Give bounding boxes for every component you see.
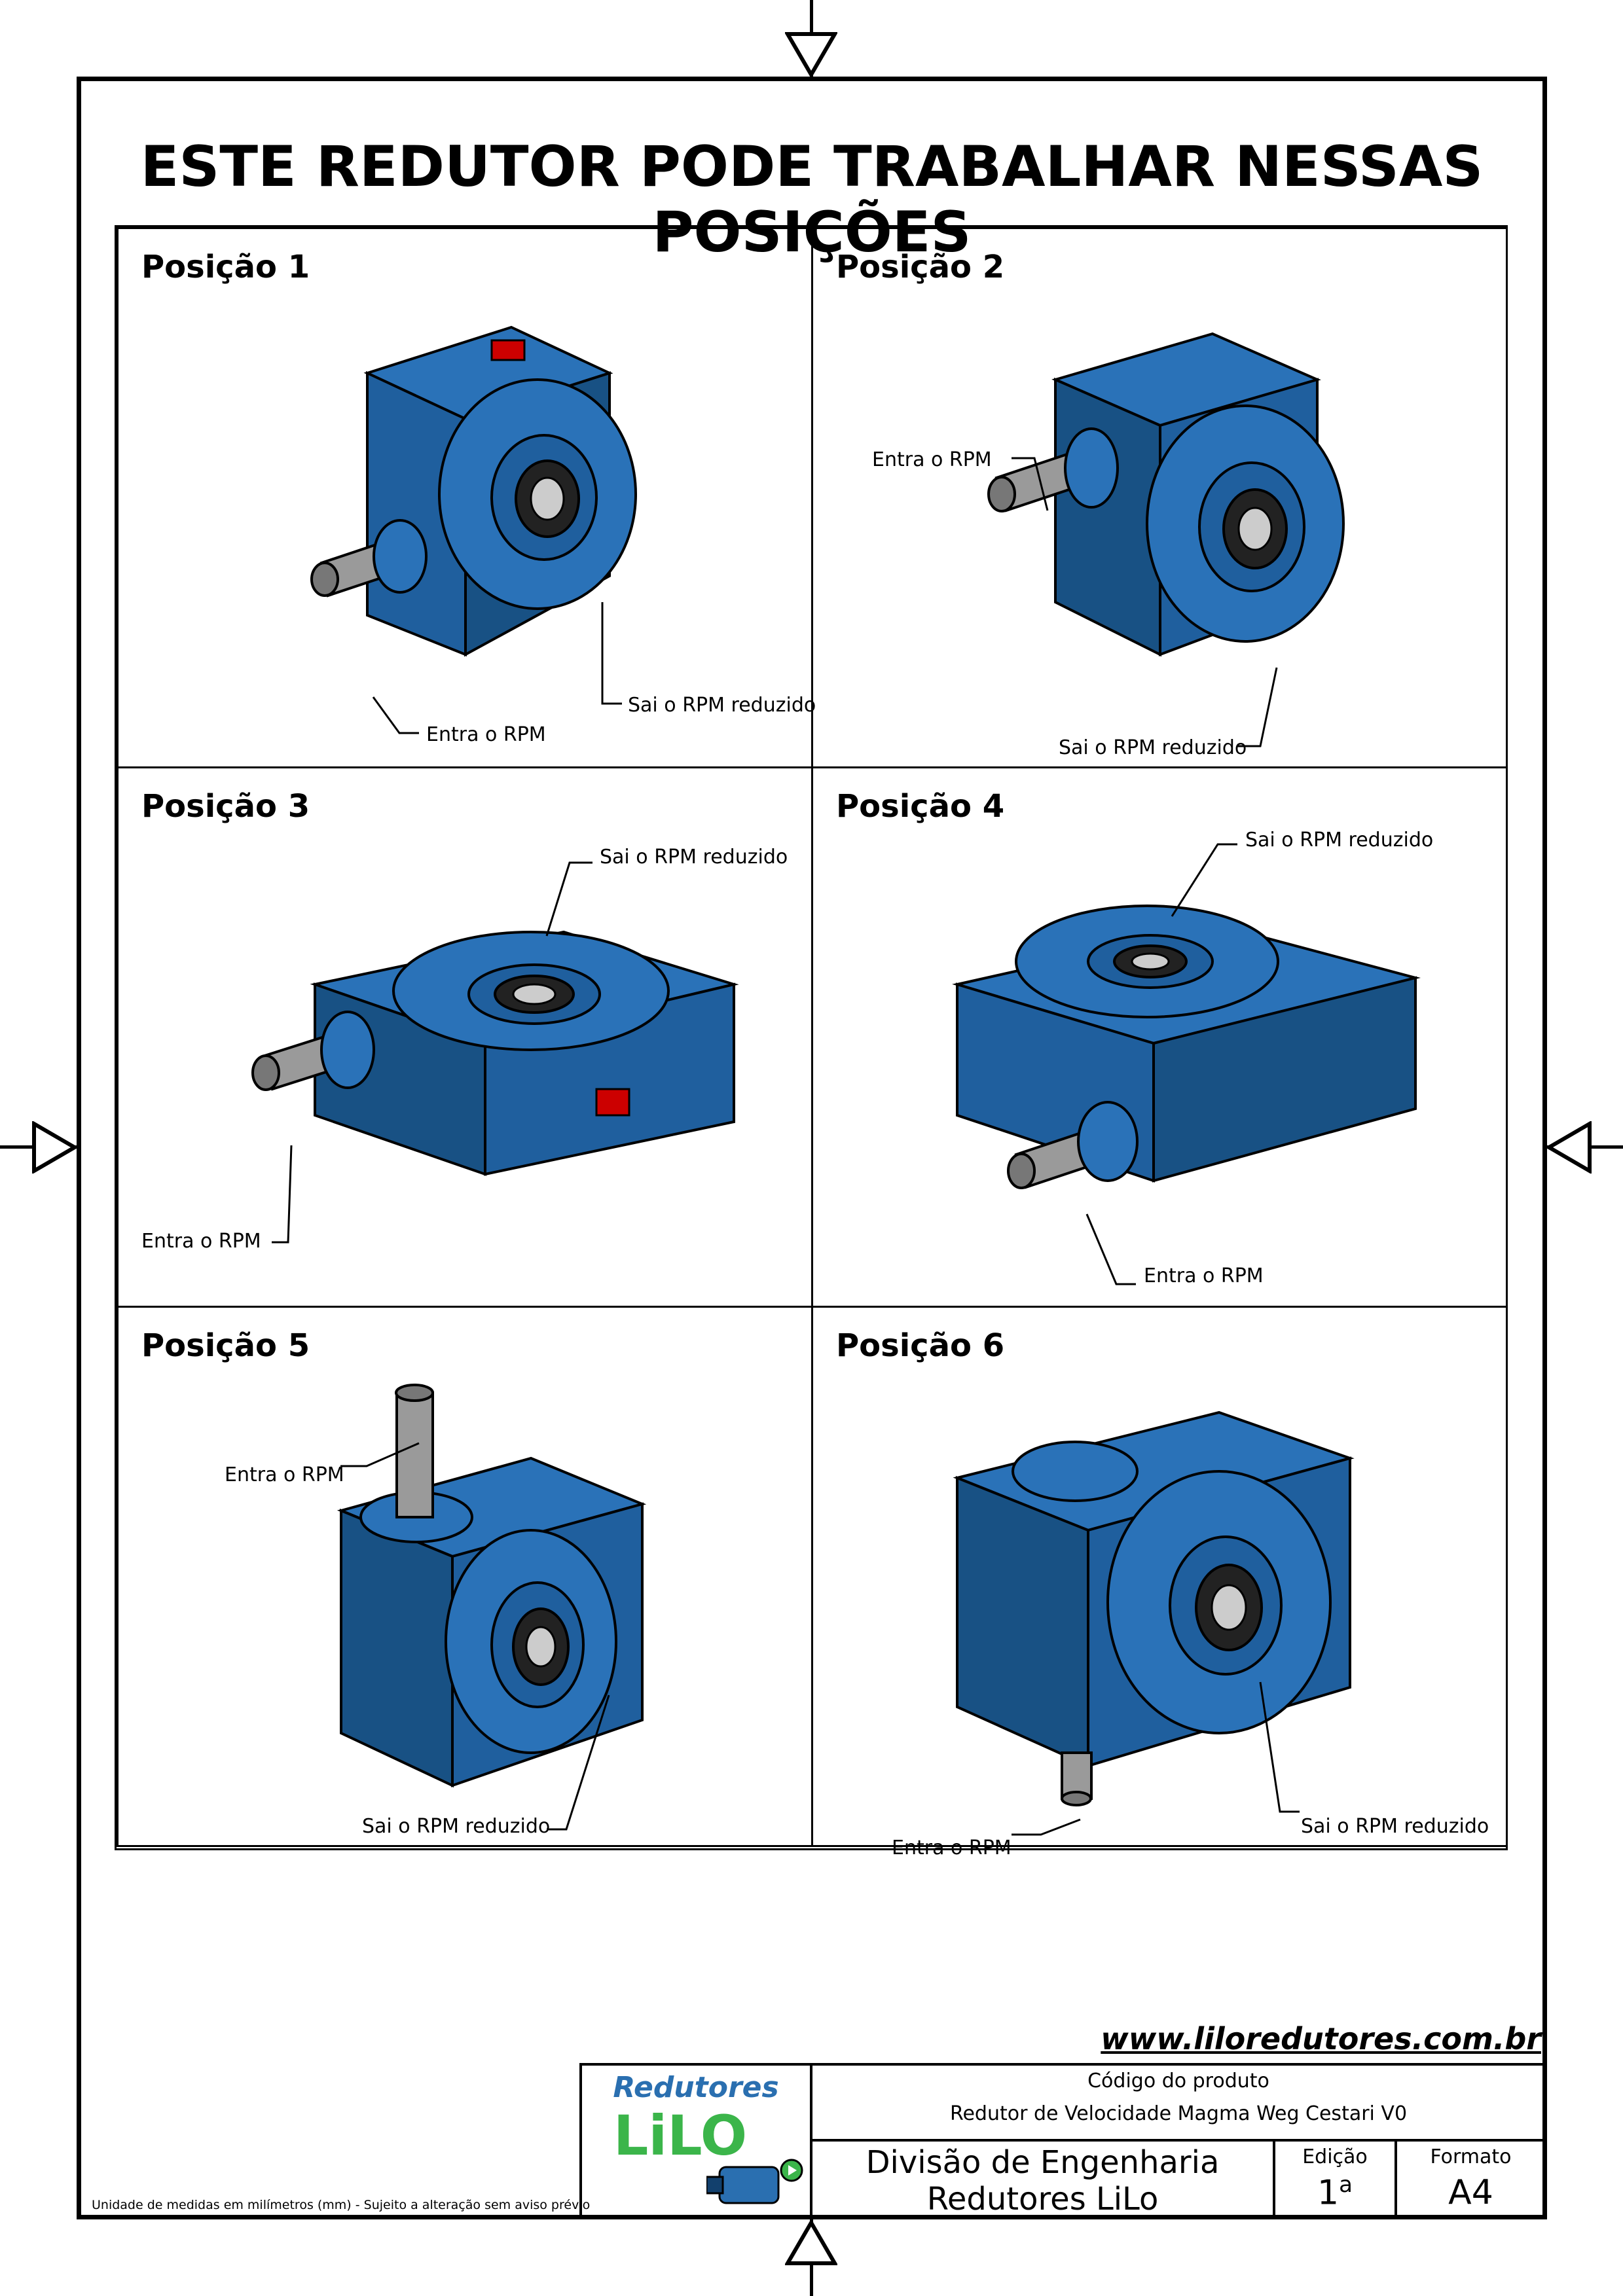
logo-box: Redutores LiLO	[579, 2063, 812, 2219]
position-6-input-callout: Entra o RPM	[892, 1837, 1012, 1859]
edition-suffix: a	[1339, 2172, 1353, 2198]
position-2-title: Posição 2	[836, 249, 1005, 285]
position-1-gearbox-image	[310, 325, 637, 657]
position-1-panel: Posição 1 Entra o RPM Sai o RPM reduzido	[117, 227, 816, 768]
position-3-input-callout: Entra o RPM	[141, 1230, 261, 1253]
position-6-gearbox-image	[953, 1410, 1355, 1806]
center-mark-right-arrow	[1546, 1121, 1592, 1174]
position-4-input-callout: Entra o RPM	[1144, 1265, 1264, 1287]
position-6-panel: Posição 6 Entra o RPM Sai o RPM reduzido	[811, 1306, 1508, 1859]
edition-value-wrap: 1a	[1275, 2172, 1395, 2212]
center-mark-top-arrow	[785, 32, 837, 77]
logo-motor-icon	[706, 2159, 803, 2204]
position-3-gearbox-image	[251, 930, 739, 1176]
product-name: Redutor de Velocidade Magma Weg Cestari …	[949, 2102, 1408, 2125]
position-2-gearbox-image	[987, 332, 1345, 657]
position-2-input-callout: Entra o RPM	[872, 448, 992, 471]
division-line-1: Divisão de Engenharia	[866, 2144, 1220, 2181]
position-6-title: Posição 6	[836, 1327, 1005, 1364]
position-2-output-callout: Sai o RPM reduzido	[1059, 736, 1247, 759]
website-link[interactable]: www.liloredutores.com.br	[1101, 2021, 1541, 2056]
position-4-output-callout: Sai o RPM reduzido	[1245, 829, 1434, 852]
position-5-title: Posição 5	[141, 1327, 310, 1364]
position-1-input-callout: Entra o RPM	[426, 723, 546, 746]
position-1-title: Posição 1	[141, 249, 310, 285]
product-code-label: Código do produto	[1087, 2070, 1269, 2092]
position-2-panel: Posição 2 Entra o RPM Sai o RPM reduzido	[811, 227, 1508, 768]
page-title: ESTE REDUTOR PODE TRABALHAR NESSAS POSIÇ…	[140, 134, 1484, 265]
product-code-box: Código do produto Redutor de Velocidade …	[810, 2063, 1547, 2142]
positions-grid: Posição 1 Entra o RPM Sai o RPM reduzido…	[115, 225, 1508, 1859]
division-line-2: Redutores LiLo	[926, 2181, 1159, 2217]
position-3-title: Posição 3	[141, 788, 310, 825]
center-mark-left-arrow	[32, 1121, 77, 1174]
format-box: Formato A4	[1395, 2139, 1547, 2219]
center-mark-bottom-arrow	[785, 2220, 837, 2265]
position-5-gearbox-image	[337, 1384, 647, 1788]
edition-box: Edição 1a	[1273, 2139, 1397, 2219]
position-4-gearbox-image	[952, 905, 1421, 1189]
position-5-input-callout: Entra o RPM	[225, 1463, 344, 1486]
logo-top-text: Redutores	[613, 2071, 779, 2104]
units-note: Unidade de medidas em milímetros (mm) - …	[92, 2198, 591, 2212]
position-3-panel: Posição 3 Sai o RPM reduzido Entra o RPM	[117, 766, 813, 1308]
logo-main-text: LiLO	[613, 2104, 748, 2168]
position-4-title: Posição 4	[836, 788, 1005, 825]
format-label: Formato	[1430, 2145, 1512, 2168]
edition-label: Edição	[1302, 2145, 1368, 2168]
format-value: A4	[1448, 2173, 1493, 2212]
division-box: Divisão de Engenharia Redutores LiLo	[810, 2139, 1275, 2219]
position-1-output-callout: Sai o RPM reduzido	[628, 694, 816, 717]
position-3-output-callout: Sai o RPM reduzido	[600, 846, 788, 869]
position-6-output-callout: Sai o RPM reduzido	[1301, 1815, 1489, 1838]
position-5-output-callout: Sai o RPM reduzido	[362, 1815, 551, 1838]
position-4-panel: Posição 4 Sai o RPM reduzido Entra o RPM	[811, 766, 1508, 1308]
edition-value: 1	[1317, 2173, 1340, 2213]
